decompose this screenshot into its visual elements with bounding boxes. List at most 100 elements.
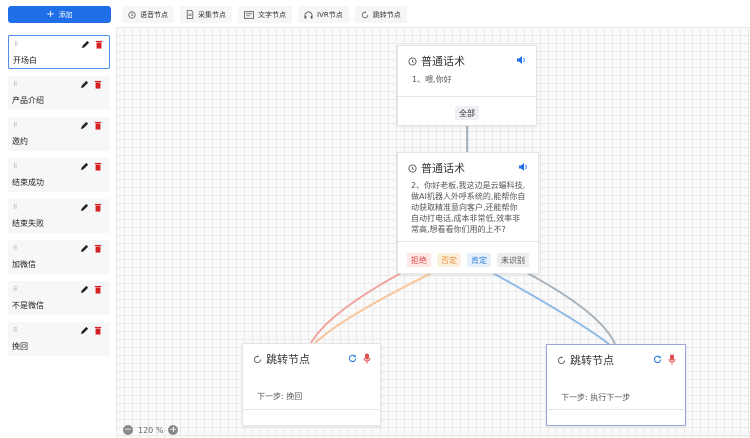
edit-icon[interactable] xyxy=(80,326,89,335)
drag-handle-icon[interactable]: ⠿ xyxy=(13,163,18,170)
drag-handle-icon[interactable]: ⠿ xyxy=(14,41,19,48)
text-node-chip[interactable]: 文字节点 xyxy=(238,6,292,23)
refresh-icon[interactable] xyxy=(653,355,662,364)
node-divider xyxy=(398,96,536,97)
edit-icon[interactable] xyxy=(81,40,90,49)
add-button[interactable]: + 添加 xyxy=(8,6,111,23)
node-2-title-text: 普通话术 xyxy=(421,162,465,175)
speech-node-1[interactable]: 普通话术 1、喂,你好 全部 xyxy=(397,45,537,126)
sidebar-item[interactable]: ⠿ 挽回 xyxy=(8,322,110,356)
tag-unrecognized[interactable]: 未识别 xyxy=(497,253,529,267)
zoom-level: 120 % xyxy=(138,425,164,435)
sidebar-item[interactable]: ⠿ 结束成功 xyxy=(8,158,110,192)
node-2-body-line: 2、你好老板,我这边是云蝠科技, xyxy=(411,181,526,190)
sidebar-item-label: 邀约 xyxy=(12,137,28,146)
delete-icon[interactable] xyxy=(94,121,102,130)
delete-icon[interactable] xyxy=(94,203,102,212)
speech-node-2[interactable]: 普通话术 2、你好老板,我这边是云蝠科技, 做AI机器人外呼系统的,能帮你自 动… xyxy=(397,152,539,274)
node-1-title: 普通话术 xyxy=(408,53,465,69)
voice-node-chip[interactable]: 语音节点 xyxy=(122,6,174,23)
tag-all[interactable]: 全部 xyxy=(455,106,479,120)
text-node-icon xyxy=(244,10,254,19)
node-2-body: 2、你好老板,我这边是云蝠科技, 做AI机器人外呼系统的,能帮你自 动获取精准意… xyxy=(411,180,525,235)
delete-icon[interactable] xyxy=(94,162,102,171)
sidebar-item-label: 结束失败 xyxy=(12,219,44,228)
sidebar-item[interactable]: ⠿ 产品介绍 xyxy=(8,76,110,110)
node-2-body-line: 动获取精准意向客户,还能帮你 xyxy=(411,203,518,212)
drag-handle-icon[interactable]: ⠿ xyxy=(13,327,18,334)
edit-icon[interactable] xyxy=(80,121,89,130)
drag-handle-icon[interactable]: ⠿ xyxy=(13,122,18,129)
node-2-title: 普通话术 xyxy=(408,160,465,176)
zoom-out-icon[interactable]: − xyxy=(123,424,133,435)
node-1-body: 1、喂,你好 xyxy=(412,75,452,84)
node-2-body-line: 常高,想看看你们用的上不? xyxy=(411,225,506,234)
refresh-icon[interactable] xyxy=(348,354,357,363)
sidebar-item-label: 产品介绍 xyxy=(12,96,44,105)
drag-handle-icon[interactable]: ⠿ xyxy=(13,286,18,293)
delete-icon[interactable] xyxy=(94,285,102,294)
jump-node-1[interactable]: 跳转节点 下一步: 挽回 xyxy=(242,343,381,426)
edit-icon[interactable] xyxy=(80,162,89,171)
jump-node-1-next: 下一步: 挽回 xyxy=(257,392,303,401)
node-divider xyxy=(547,409,685,410)
plus-icon: + xyxy=(46,8,55,20)
voice-node-icon xyxy=(128,10,136,19)
node-2-body-line: 做AI机器人外呼系统的,能帮你自 xyxy=(411,192,526,201)
drag-handle-icon[interactable]: ⠿ xyxy=(13,81,18,88)
collect-node-icon xyxy=(186,10,194,19)
jump-node-2-title-text: 跳转节点 xyxy=(570,354,614,367)
sidebar-item-label: 不是微信 xyxy=(12,301,44,310)
node-1-title-text: 普通话术 xyxy=(421,55,465,68)
collect-node-chip[interactable]: 采集节点 xyxy=(180,6,232,23)
ivr-node-label: IVR节点 xyxy=(317,10,343,19)
text-node-label: 文字节点 xyxy=(258,10,286,19)
tag-negate[interactable]: 否定 xyxy=(437,253,461,267)
jump-node-label: 跳转节点 xyxy=(372,10,401,19)
node-toolbar: 语音节点 采集节点 文字节点 IVR节点 跳转节点 xyxy=(122,6,407,23)
tag-refuse[interactable]: 拒绝 xyxy=(407,253,431,267)
ivr-node-chip[interactable]: IVR节点 xyxy=(298,6,349,23)
sidebar-item[interactable]: ⠿ 不是微信 xyxy=(8,281,110,315)
jump-node-chip[interactable]: 跳转节点 xyxy=(354,6,407,23)
delete-icon[interactable] xyxy=(95,40,103,49)
drag-handle-icon[interactable]: ⠿ xyxy=(13,245,18,252)
microphone-icon[interactable] xyxy=(363,353,371,364)
sidebar-item[interactable]: ⠿ 结束失败 xyxy=(8,199,110,233)
sidebar-item-label: 加微信 xyxy=(12,260,36,269)
ivr-node-icon xyxy=(304,10,313,19)
jump-node-1-title: 跳转节点 xyxy=(253,351,310,367)
delete-icon[interactable] xyxy=(94,244,102,253)
sidebar-item[interactable]: ⠿ 开场白 xyxy=(8,35,110,69)
node-divider xyxy=(243,409,380,410)
sidebar: ⠿ 开场白 ⠿ 产品介绍 ⠿ 邀约 ⠿ 结束成功 ⠿ 结束失败 ⠿ 加微信 ⠿ 不是微信 ⠿ 挽回 xyxy=(8,35,110,363)
drag-handle-icon[interactable]: ⠿ xyxy=(13,204,18,211)
speaker-icon[interactable] xyxy=(518,162,528,172)
jump-node-icon xyxy=(253,354,262,363)
speaker-icon[interactable] xyxy=(516,55,526,65)
sidebar-item-label: 挽回 xyxy=(12,342,28,351)
jump-node-2[interactable]: 跳转节点 下一步: 执行下一步 xyxy=(546,344,686,426)
jump-node-icon xyxy=(361,10,368,18)
microphone-icon[interactable] xyxy=(668,354,676,365)
jump-node-2-title: 跳转节点 xyxy=(557,352,614,368)
edit-icon[interactable] xyxy=(80,203,89,212)
zoom-control: − 120 % + xyxy=(123,424,179,435)
delete-icon[interactable] xyxy=(94,80,102,89)
voice-node-icon xyxy=(408,163,417,173)
edit-icon[interactable] xyxy=(80,244,89,253)
sidebar-item-label: 开场白 xyxy=(13,56,37,65)
tag-affirm[interactable]: 肯定 xyxy=(467,253,491,267)
zoom-in-icon[interactable]: + xyxy=(168,424,179,435)
jump-node-2-next: 下一步: 执行下一步 xyxy=(561,393,631,402)
delete-icon[interactable] xyxy=(94,326,102,335)
node-2-body-line: 自动打电话,成本非常低,效率非 xyxy=(411,214,521,223)
voice-node-icon xyxy=(408,56,417,66)
sidebar-item-label: 结束成功 xyxy=(12,178,44,187)
edit-icon[interactable] xyxy=(80,285,89,294)
edit-icon[interactable] xyxy=(80,80,89,89)
node-divider xyxy=(398,241,538,242)
sidebar-item[interactable]: ⠿ 加微信 xyxy=(8,240,110,274)
jump-node-icon xyxy=(557,355,566,364)
sidebar-item[interactable]: ⠿ 邀约 xyxy=(8,117,110,151)
